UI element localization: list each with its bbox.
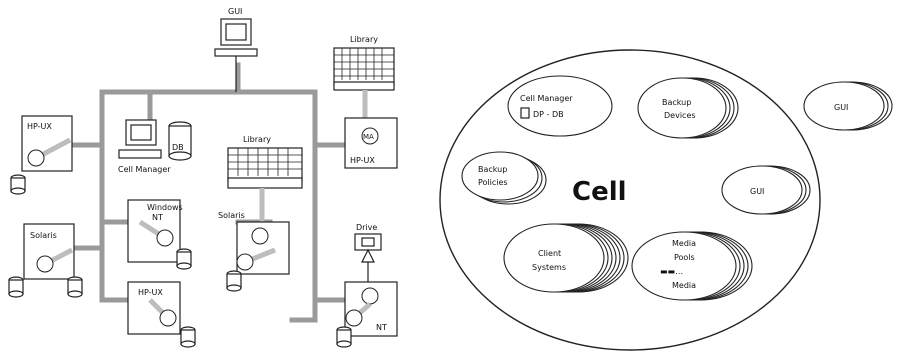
bp-label-2: Policies <box>478 178 508 187</box>
cell-diagram: Cell Cell Manager DP - DB Backup Devices… <box>439 49 893 351</box>
gui-outer-label: GUI <box>834 103 848 112</box>
windows-nt-host: Windows NT <box>127 199 192 270</box>
hpux-bottom-label: HP-UX <box>138 288 163 297</box>
mp-label-3: Media <box>672 281 696 290</box>
bd-label-1: Backup <box>662 98 691 107</box>
gui-workstation-top: GUI <box>214 7 258 92</box>
bp-label-1: Backup <box>478 165 507 174</box>
windows-nt-label-2: NT <box>152 213 163 222</box>
backup-devices-node: Backup Devices <box>637 77 739 139</box>
tape-library-middle: Library <box>227 135 303 225</box>
disk-agent-icon <box>361 127 379 145</box>
tape-library-icon <box>333 47 395 91</box>
gui-inner-node: GUI <box>721 165 811 215</box>
nt-label: NT <box>376 323 387 332</box>
solaris-left-label: Solaris <box>30 231 57 240</box>
database-icon <box>520 107 530 119</box>
gui-inner-label: GUI <box>750 187 764 196</box>
solaris-host-left: Solaris <box>8 223 83 298</box>
cm-label-1: Cell Manager <box>520 94 573 103</box>
tape-library-icon <box>227 147 303 189</box>
mp-label-1: Media <box>672 239 696 248</box>
network-bus <box>69 62 348 323</box>
nt-host-with-drive: Drive NT <box>336 223 398 348</box>
solaris-mid-label: Solaris <box>218 211 245 220</box>
cm-label-2: DP - DB <box>533 110 564 119</box>
gui-top-label: GUI <box>228 7 242 16</box>
network-diagram: GUI Library <box>8 7 398 348</box>
windows-nt-label-1: Windows <box>147 203 183 212</box>
monitor-icon <box>214 18 258 57</box>
mp-label-2: Pools <box>674 253 695 262</box>
hpux-host-left: HP-UX <box>10 115 73 195</box>
solaris-host-middle: Solaris <box>218 211 290 292</box>
agent-label: MA <box>363 133 374 141</box>
hpux-host-bottom: HP-UX <box>127 281 196 348</box>
cell-manager-label: Cell Manager <box>118 165 171 174</box>
client-systems-node: Client Systems <box>503 223 629 293</box>
tape-drive-icon <box>354 233 382 282</box>
bd-label-2: Devices <box>664 111 696 120</box>
hpux-host-right: MA HP-UX <box>344 117 398 169</box>
cs-label-2: Systems <box>532 263 566 272</box>
cell-label: Cell <box>572 177 627 207</box>
gui-outer-node: GUI <box>803 81 893 131</box>
db-label: DB <box>172 143 184 152</box>
hpux-right-label: HP-UX <box>350 156 375 165</box>
mp-dots: ▬▬… <box>660 267 683 276</box>
library-mid-label: Library <box>243 135 271 144</box>
hpux-left-label: HP-UX <box>27 122 52 131</box>
drive-label: Drive <box>356 223 377 232</box>
cs-label-1: Client <box>538 249 561 258</box>
backup-policies-node: Backup Policies <box>461 151 547 205</box>
media-pools-node: Media Pools ▬▬… Media <box>631 231 753 301</box>
cell-manager-node: Cell Manager DP - DB <box>507 75 613 137</box>
tape-library-top: Library <box>333 35 395 118</box>
monitor-icon <box>118 119 162 159</box>
database-icon: DB <box>168 121 192 161</box>
library-top-label: Library <box>350 35 378 44</box>
cell-manager-host: DB Cell Manager <box>118 119 192 174</box>
